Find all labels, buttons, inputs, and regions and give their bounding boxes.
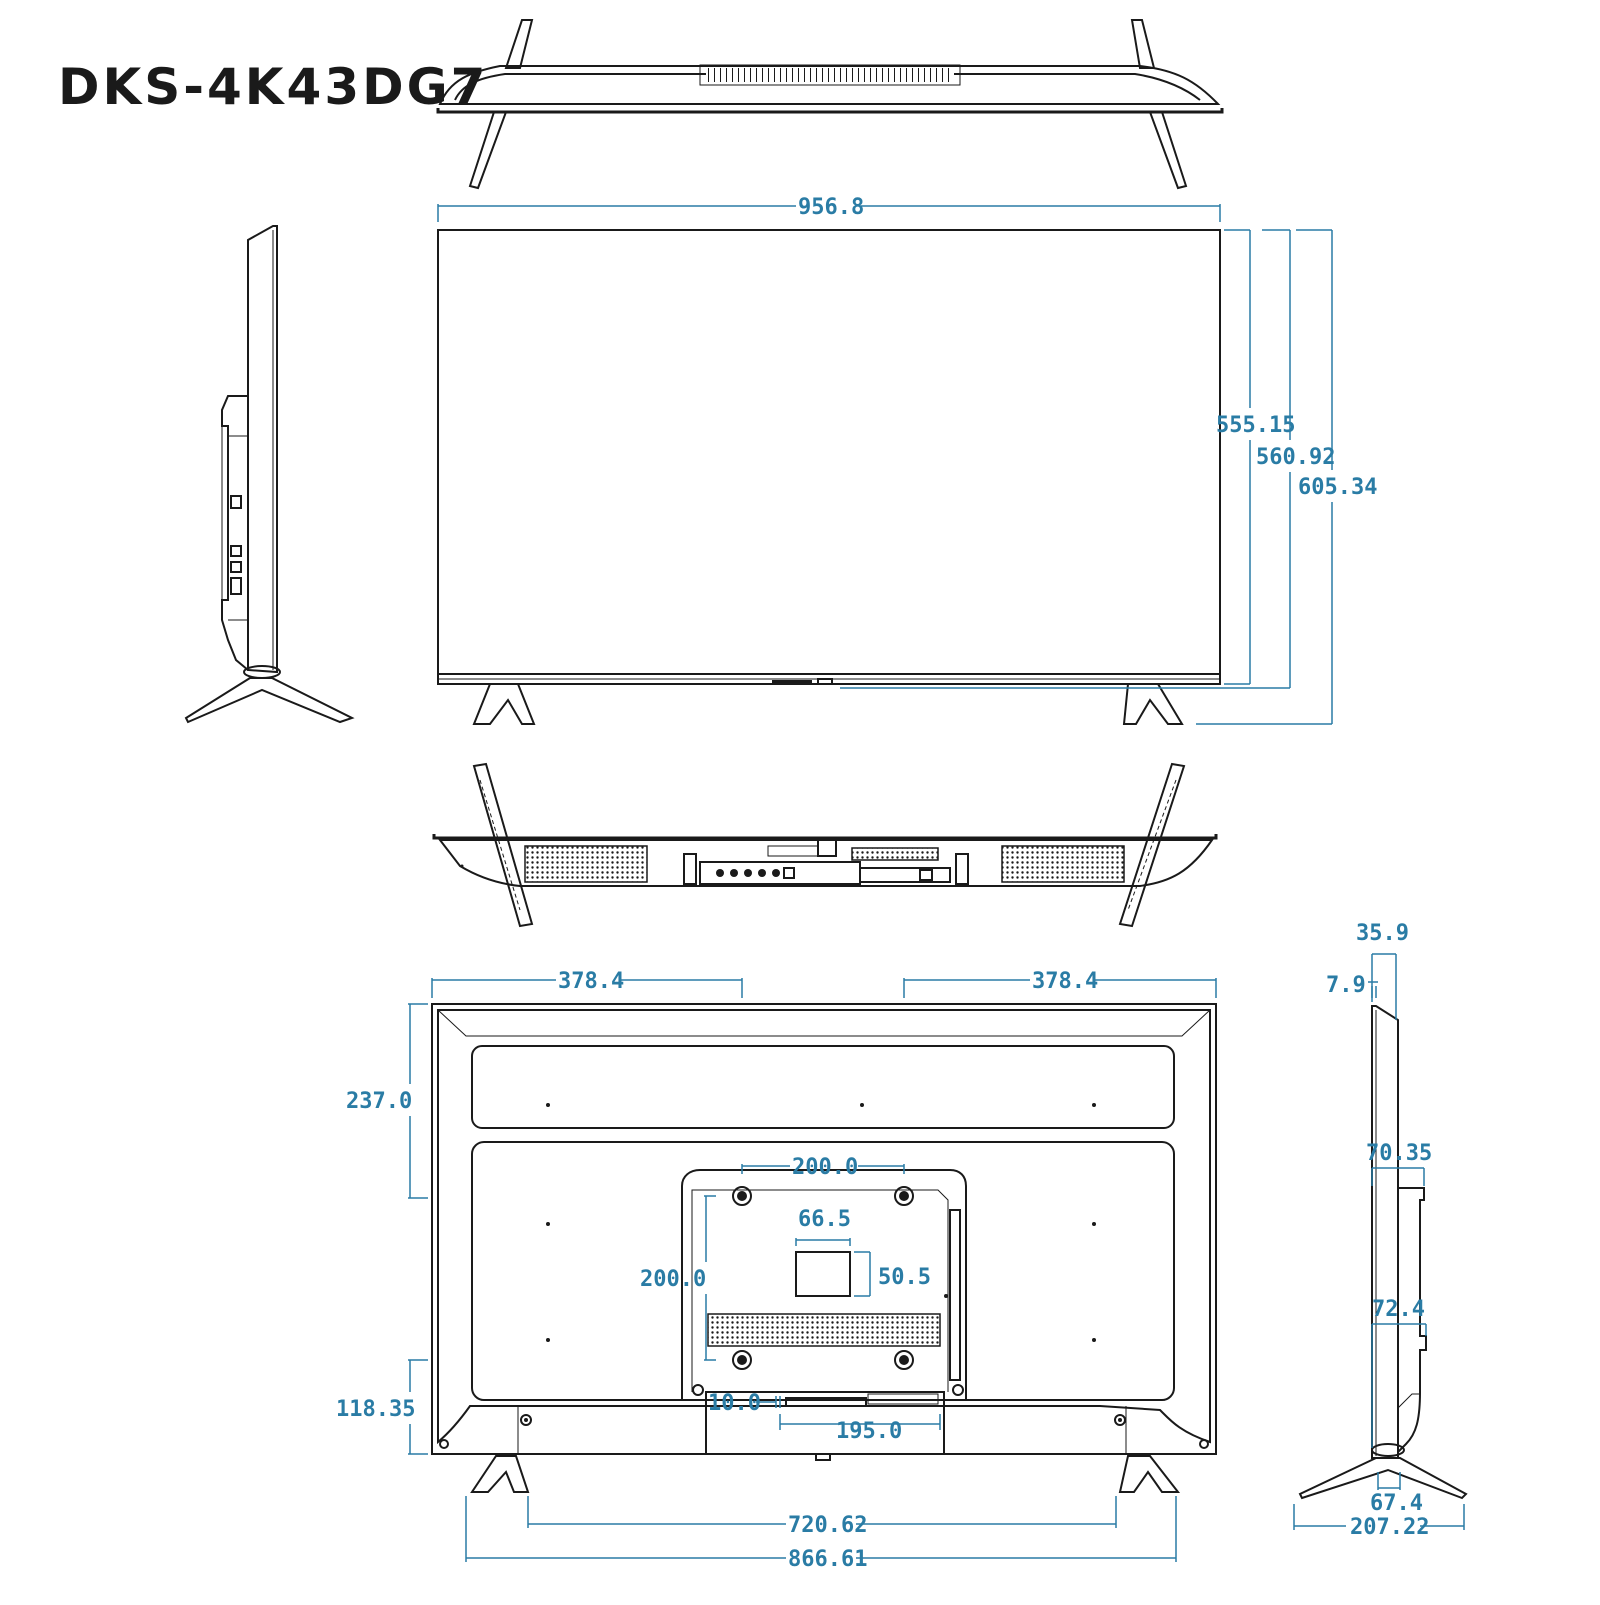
dim-panel-height: 555.15: [1216, 413, 1295, 438]
model-title: DKS-4K43DG7: [58, 58, 489, 116]
dim-height-with-stand: 605.34: [1298, 475, 1377, 500]
dim-stand-inner: 720.62: [788, 1513, 867, 1538]
dim-side-mid-depth: 70.35: [1366, 1141, 1432, 1166]
dim-top-right-offset: 378.4: [1032, 969, 1098, 994]
dim-side-top-depth: 35.9: [1356, 921, 1409, 946]
rear-view: [431, 1003, 1217, 1493]
dimension-labels: 956.8 555.15 560.92 605.34 378.4 378.4 2…: [336, 195, 1432, 1572]
dim-lower-hole-height: 118.35: [336, 1397, 415, 1422]
dim-stand-outer: 866.61: [788, 1547, 867, 1572]
dim-vesa-vertical: 200.0: [640, 1267, 706, 1292]
dim-front-width: 956.8: [798, 195, 864, 220]
front-view: [437, 229, 1221, 725]
dim-top-left-offset: 378.4: [558, 969, 624, 994]
dim-height-no-stand: 560.92: [1256, 445, 1335, 470]
left-side-view: [184, 225, 355, 724]
dim-label-width: 66.5: [798, 1207, 851, 1232]
bottom-view: [432, 762, 1218, 928]
dim-side-lower-depth: 72.4: [1372, 1297, 1425, 1322]
dim-stand-depth-outer: 207.22: [1350, 1515, 1429, 1540]
dim-stand-depth-inner: 67.4: [1370, 1491, 1423, 1516]
dim-side-bezel-depth: 7.9: [1326, 973, 1366, 998]
dim-port-offset: 10.0: [708, 1391, 761, 1416]
dim-label-height: 50.5: [878, 1265, 931, 1290]
dimension-lines: [408, 204, 1465, 1562]
dim-port-width: 195.0: [836, 1419, 902, 1444]
dim-vesa-horizontal: 200.0: [792, 1155, 858, 1180]
right-side-view: [1298, 1005, 1468, 1500]
top-view: [436, 19, 1224, 190]
port-row: [716, 867, 795, 879]
dim-upper-hole-height: 237.0: [346, 1089, 412, 1114]
